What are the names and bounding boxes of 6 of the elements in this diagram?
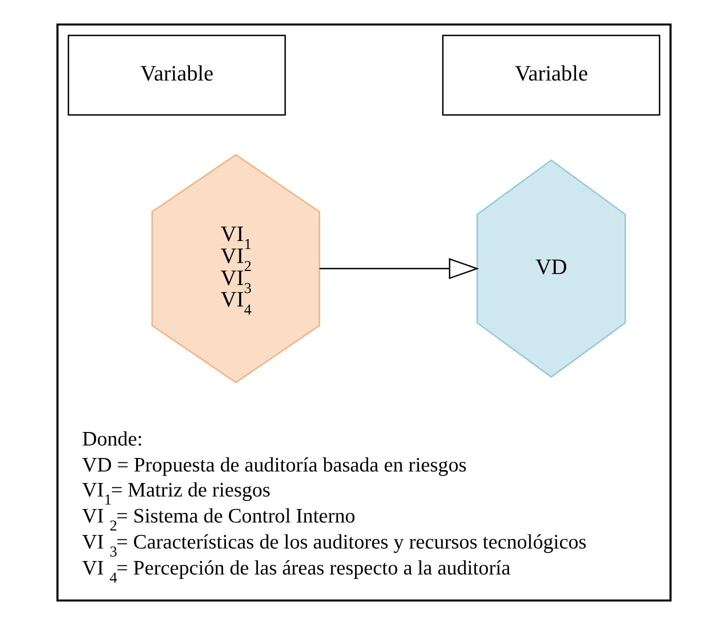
arrow [319, 258, 479, 280]
label: VD = Propuesta de auditoría basada en riesgos [82, 454, 466, 477]
node-box: Variable [442, 34, 660, 116]
label: Donde: [82, 428, 142, 451]
node-box: Variable [67, 34, 286, 116]
cluster [56, 23, 672, 602]
